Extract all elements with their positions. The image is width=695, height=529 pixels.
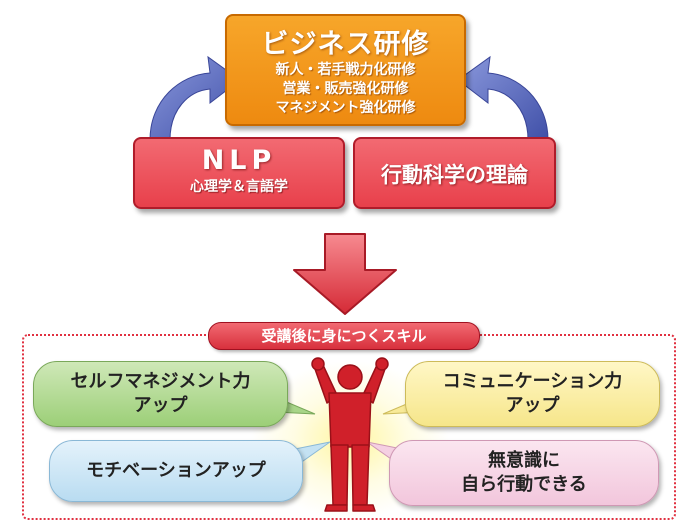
self-management-line-1: セルフマネジメント力 [70, 371, 251, 392]
nlp-title: NLP [201, 145, 277, 176]
skills-label: 受講後に身につくスキル [208, 322, 480, 350]
autonomous-line-1: 無意識に [488, 450, 560, 471]
autonomous-action-bubble: 無意識に 自ら行動できる [389, 440, 659, 506]
person-cheering-icon [311, 357, 389, 512]
training-line-3: マネジメント強化研修 [275, 100, 416, 116]
behavior-science-box: 行動科学の理論 [353, 137, 556, 209]
curved-arrow-right-icon [457, 55, 549, 141]
motivation-bubble: モチベーションアップ [49, 440, 303, 502]
autonomous-line-2: 自ら行動できる [461, 474, 587, 495]
behavior-science-title: 行動科学の理論 [381, 163, 528, 187]
business-training-title: ビジネス研修 [261, 29, 430, 60]
motivation-line-1: モチベーションアップ [86, 460, 266, 481]
communication-line-1: コミュニケーション力 [442, 371, 623, 392]
training-line-2: 営業・販売強化研修 [282, 81, 409, 97]
communication-line-2: アップ [505, 395, 560, 416]
self-management-bubble: セルフマネジメント力 アップ [33, 361, 288, 427]
communication-bubble: コミュニケーション力 アップ [405, 361, 660, 427]
training-line-1: 新人・若手戦力化研修 [275, 62, 416, 78]
nlp-box: NLP 心理学＆言語学 [133, 137, 345, 209]
nlp-subtitle: 心理学＆言語学 [190, 179, 288, 195]
business-training-box: ビジネス研修 新人・若手戦力化研修 営業・販売強化研修 マネジメント強化研修 [225, 14, 466, 126]
self-management-line-2: アップ [133, 395, 188, 416]
down-arrow-icon [293, 233, 397, 315]
curved-arrow-left-icon [149, 55, 241, 141]
